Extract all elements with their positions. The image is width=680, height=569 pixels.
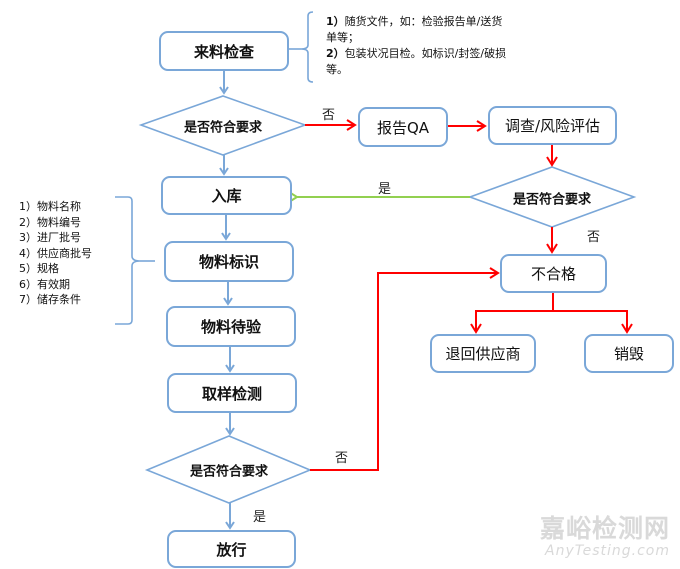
node-return-supplier: 退回供应商: [430, 334, 536, 373]
label-item: 3）进厂批号: [19, 231, 81, 244]
label-item: 1）物料名称: [19, 200, 81, 213]
node-sampling-test: 取样检测: [167, 373, 297, 413]
node-material-label: 物料标识: [164, 241, 294, 282]
label-item: 2）物料编号: [19, 215, 81, 229]
edge-label-d3-yes: 是: [253, 510, 267, 525]
decision-2-label: 是否符合要求: [512, 192, 592, 208]
decision-3-label: 是否符合要求: [189, 464, 269, 480]
top-note-item-1: 1）随货文件，如：检验报告单/送货单等；: [326, 14, 510, 46]
label-item: 5）规格: [19, 262, 59, 275]
node-incoming-inspection: 来料检查: [159, 31, 289, 71]
node-investigation: 调查/风险评估: [488, 106, 617, 145]
top-note-item-2-text: 包装状况目检。如标识/封签/破损等。: [326, 47, 507, 76]
top-note-item-2-number: 2）: [326, 47, 345, 60]
watermark: 嘉峪检测网 AnyTesting.com: [520, 509, 670, 559]
top-note-item-2: 2）包装状况目检。如标识/封签/破损等。: [326, 46, 510, 78]
watermark-cn: 嘉峪检测网: [539, 514, 670, 543]
node-release: 放行: [167, 530, 296, 568]
arrow-to-return-supplier: [470, 310, 553, 334]
decision-1-label: 是否符合要求: [183, 120, 263, 136]
node-warehousing: 入库: [161, 176, 292, 215]
edge-label-d2-no: 否: [587, 230, 601, 245]
top-note: 1）随货文件，如：检验报告单/送货单等； 2）包装状况目检。如标识/封签/破损等…: [326, 14, 510, 78]
arrow-d3-to-nonconforming: [310, 267, 500, 471]
label-item: 6）有效期: [19, 277, 70, 291]
label-list-brace: [115, 196, 141, 325]
node-pending-inspection: 物料待验: [166, 306, 296, 347]
node-destroy: 销毁: [584, 334, 674, 373]
watermark-en: AnyTesting.com: [545, 543, 670, 559]
top-note-item-1-text: 随货文件，如：检验报告单/送货单等；: [326, 15, 503, 44]
label-item: 4）供应商批号: [19, 246, 92, 260]
node-nonconforming: 不合格: [500, 254, 607, 293]
edge-label-d3-no: 否: [335, 451, 349, 466]
top-note-item-1-number: 1）: [326, 15, 345, 28]
top-note-bracket: [300, 11, 314, 83]
edge-label-d2-yes: 是: [378, 182, 392, 197]
label-item: 7）储存条件: [19, 293, 81, 306]
label-items-list: 1）物料名称 2）物料编号 3）进厂批号 4）供应商批号 5）规格 6）有效期 …: [19, 199, 92, 308]
arrow-to-destroy: [553, 310, 633, 334]
node-report-qa: 报告QA: [358, 107, 448, 147]
edge-label-d1-no: 否: [322, 108, 336, 123]
